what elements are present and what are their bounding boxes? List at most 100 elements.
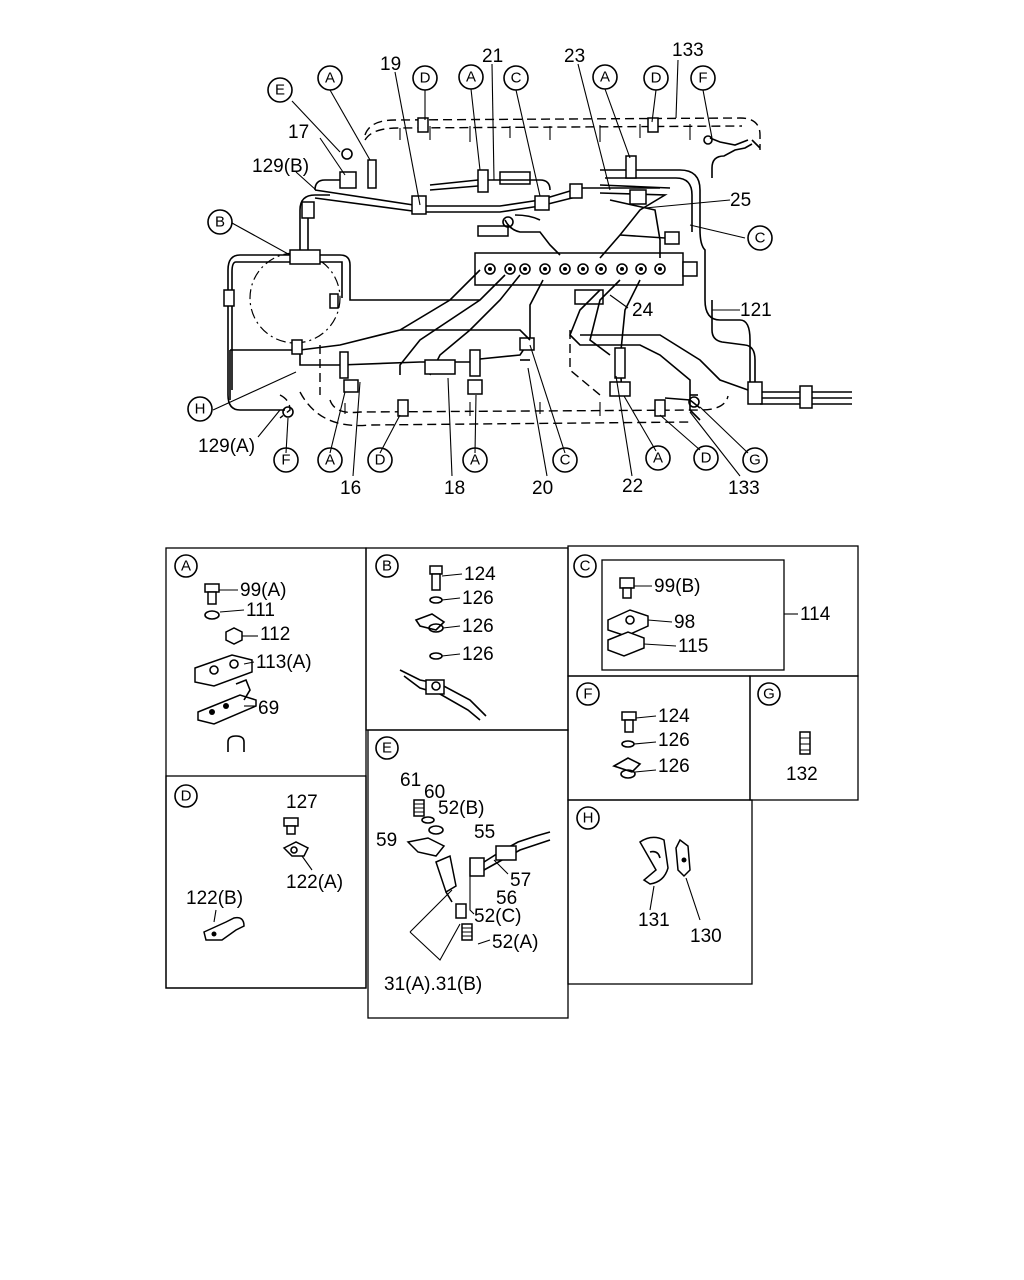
label-133-bottom: 133 [728, 478, 760, 499]
svg-text:D: D [420, 70, 431, 87]
label-23: 23 [564, 46, 585, 67]
label-17: 17 [288, 122, 309, 143]
svg-text:A: A [181, 558, 191, 575]
detail-B: B 124 126 126 126 [375, 554, 496, 721]
callout-H: H [187, 396, 213, 422]
part-112: 112 [260, 624, 290, 645]
part-126: 126 [462, 588, 494, 609]
svg-text:C: C [560, 452, 571, 469]
main-engine-assembly [212, 59, 852, 477]
part-131: 131 [638, 910, 670, 931]
part-99a: 99(A) [240, 580, 286, 601]
label-129a: 129(A) [198, 436, 255, 457]
callout-A: A [645, 445, 671, 471]
label-16: 16 [340, 478, 361, 499]
callout-C: C [503, 65, 529, 91]
callout-G: G [742, 447, 768, 473]
detail-H: H 131 130 [576, 806, 722, 947]
callout-F: F [690, 65, 716, 91]
part-60: 60 [424, 782, 445, 803]
label-133-top: 133 [672, 40, 704, 61]
callout-E: E [267, 77, 293, 103]
part-132: 132 [786, 764, 818, 785]
svg-text:A: A [470, 452, 480, 469]
callout-D: D [693, 445, 719, 471]
callout-A: A [458, 64, 484, 90]
part-99b: 99(B) [654, 576, 700, 597]
part-111: 111 [246, 600, 275, 621]
svg-text:C: C [755, 230, 766, 247]
callout-A: A [592, 64, 618, 90]
part-52c: 52(C) [474, 906, 522, 927]
svg-text:A: A [325, 70, 335, 87]
svg-text:G: G [763, 686, 775, 703]
callout-D: D [643, 65, 669, 91]
svg-text:D: D [651, 70, 662, 87]
svg-text:A: A [600, 69, 610, 86]
part-52a: 52(A) [492, 932, 538, 953]
part-126: 126 [658, 756, 690, 777]
detail-D: D 127 122(A) 122(B) [174, 784, 343, 941]
part-130: 130 [690, 926, 722, 947]
part-127: 127 [286, 792, 318, 813]
svg-text:H: H [195, 401, 206, 418]
svg-text:F: F [698, 70, 707, 87]
svg-text:A: A [653, 450, 663, 467]
label-18: 18 [444, 478, 465, 499]
part-number-labels: 133 19 21 23 17 129(B) 25 121 24 129(A) … [198, 40, 772, 499]
part-52b: 52(B) [438, 798, 484, 819]
svg-text:D: D [181, 788, 192, 805]
detail-E: E 61 60 52(B) 55 59 57 56 52(C) 52(A) 31… [375, 736, 551, 995]
svg-text:B: B [215, 214, 225, 231]
svg-text:G: G [749, 452, 761, 469]
svg-text:C: C [580, 558, 591, 575]
callout-markers: E A D A C A D F B C H F A D A C A D G [187, 64, 773, 473]
part-113a: 113(A) [256, 652, 312, 673]
part-124: 124 [658, 706, 690, 727]
callout-D: D [367, 447, 393, 473]
part-122b: 122(B) [186, 888, 243, 909]
part-126: 126 [462, 644, 494, 665]
label-129b: 129(B) [252, 156, 309, 177]
detail-C: C 99(B) 98 115 114 [573, 554, 831, 657]
detail-G: G 132 [757, 682, 818, 785]
svg-text:C: C [511, 70, 522, 87]
svg-text:A: A [325, 452, 335, 469]
part-124: 124 [464, 564, 496, 585]
callout-B: B [207, 209, 233, 235]
part-56: 56 [496, 888, 517, 909]
svg-text:B: B [382, 558, 392, 575]
part-69: 69 [258, 698, 279, 719]
callout-D: D [412, 65, 438, 91]
part-126: 126 [462, 616, 494, 637]
svg-text:D: D [375, 452, 386, 469]
detail-A: A 99(A) 111 112 113(A) 69 [174, 554, 312, 752]
callout-F: F [273, 447, 299, 473]
part-114: 114 [800, 604, 831, 625]
svg-text:F: F [583, 686, 592, 703]
part-98: 98 [674, 612, 695, 633]
part-57: 57 [510, 870, 531, 891]
part-122a: 122(A) [286, 872, 343, 893]
part-59: 59 [376, 830, 397, 851]
label-21: 21 [482, 46, 503, 67]
svg-text:H: H [583, 810, 594, 827]
part-61: 61 [400, 770, 421, 791]
callout-A: A [462, 447, 488, 473]
part-55: 55 [474, 822, 495, 843]
svg-text:A: A [466, 69, 476, 86]
part-126: 126 [658, 730, 690, 751]
svg-text:D: D [701, 450, 712, 467]
label-25: 25 [730, 190, 751, 211]
label-22: 22 [622, 476, 643, 497]
svg-text:E: E [382, 740, 392, 757]
svg-text:E: E [275, 82, 285, 99]
part-31a-31b: 31(A).31(B) [384, 974, 482, 995]
label-19: 19 [380, 54, 401, 75]
detail-boxes [165, 545, 859, 1019]
label-121: 121 [740, 300, 772, 321]
callout-A: A [317, 447, 343, 473]
label-24: 24 [632, 300, 654, 321]
pump-outlet-ports [484, 263, 666, 275]
